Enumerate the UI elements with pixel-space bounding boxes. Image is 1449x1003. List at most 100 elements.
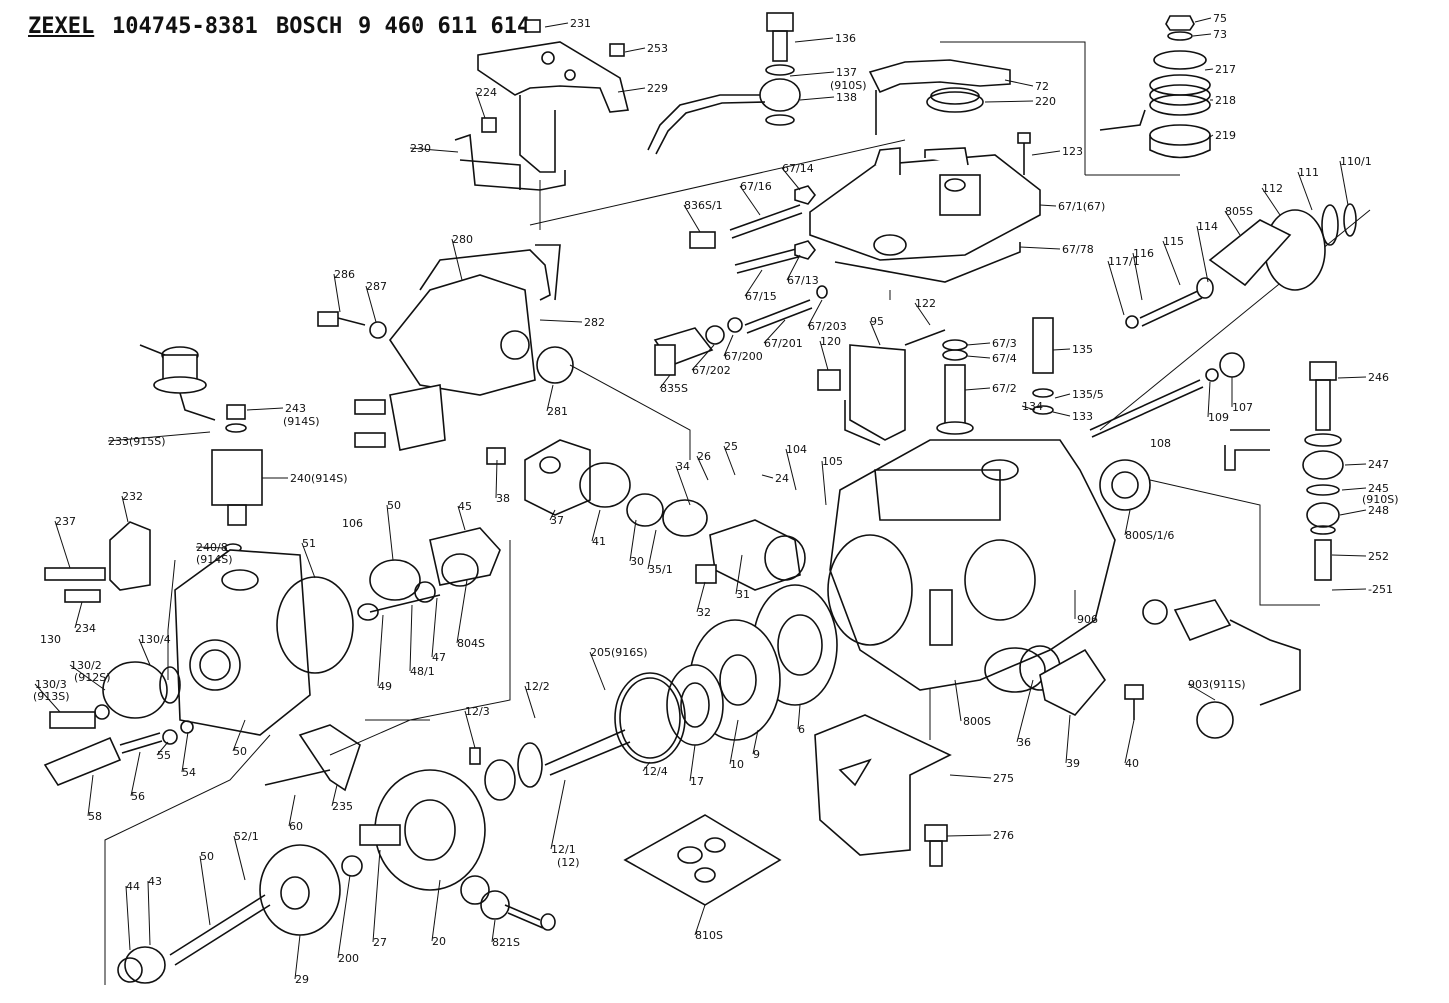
- part-label-67_2: 67/2: [992, 382, 1017, 395]
- part-label-67_78: 67/78: [1062, 243, 1094, 256]
- part-label-276: 276: [993, 829, 1014, 842]
- leader-line-286: [333, 273, 341, 313]
- throttle-lever-assembly: [454, 19, 629, 191]
- part-label-130_3: 130/3: [35, 678, 67, 691]
- part-label-107: 107: [1232, 401, 1253, 414]
- part-label-34: 34: [676, 460, 690, 473]
- part-label-286: 286: [334, 268, 355, 281]
- part-label-233: 233(915S): [108, 435, 166, 448]
- leader-line-235: [331, 784, 338, 807]
- leader-line-41: [591, 509, 601, 542]
- leader-line-48_1: [409, 604, 413, 672]
- leader-line-45: [457, 505, 466, 531]
- part-label-219: 219: [1215, 129, 1236, 142]
- leader-line-37: [549, 509, 556, 521]
- part-label-914s_b: (914S): [196, 553, 233, 566]
- leader-line-50c: [199, 855, 211, 926]
- part-label-72: 72: [1035, 80, 1049, 93]
- part-label-50b: 50: [233, 745, 247, 758]
- part-label-43: 43: [148, 875, 162, 888]
- part-label-130: 130: [40, 633, 61, 646]
- part-label-282: 282: [584, 316, 605, 329]
- leader-line-26: [696, 455, 709, 481]
- part-label-235: 235: [332, 800, 353, 813]
- part-label-67_203: 67/203: [808, 320, 847, 333]
- delivery-valve: [936, 317, 1054, 435]
- leader-line-60: [288, 794, 296, 827]
- leader-line-67_201: [763, 319, 786, 344]
- part-label-224: 224: [476, 86, 497, 99]
- leader-line-903: [1187, 683, 1216, 701]
- leader-line-50a: [386, 504, 394, 561]
- part-label-137: 137: [836, 66, 857, 79]
- leader-line-95: [869, 320, 881, 346]
- part-label-9: 9: [753, 748, 760, 761]
- leader-line-20: [431, 879, 441, 942]
- part-label-60: 60: [289, 820, 303, 833]
- leader-line-123: [1031, 150, 1061, 156]
- leader-line-67_200: [723, 334, 734, 357]
- part-label-44: 44: [126, 880, 140, 893]
- leader-line-72: [1004, 79, 1034, 87]
- part-label-130_4: 130/4: [139, 633, 171, 646]
- cold-start-device: [317, 244, 574, 451]
- leader-line-67_1: [1039, 204, 1057, 207]
- plunger-parts: [357, 527, 501, 621]
- governor-weights: [1125, 203, 1357, 329]
- part-label-252: 252: [1368, 550, 1389, 563]
- overflow-valve-stack: [1224, 361, 1344, 581]
- leader-line-229: [617, 87, 646, 93]
- part-label-910s: (910S): [830, 79, 867, 92]
- part-label-58: 58: [88, 810, 102, 823]
- part-label-17: 17: [690, 775, 704, 788]
- part-label-12_4: 12/4: [643, 765, 668, 778]
- leader-line-44: [125, 885, 131, 951]
- leader-line-52_1: [233, 835, 246, 881]
- part-label-29: 29: [295, 973, 309, 986]
- part-label-253: 253: [647, 42, 668, 55]
- leader-line-67_202: [691, 344, 715, 371]
- part-label-54: 54: [182, 766, 196, 779]
- part-label-246: 246: [1368, 371, 1389, 384]
- leader-line-50b: [232, 719, 246, 752]
- leader-line-217: [1204, 68, 1214, 71]
- part-label-205: 205(916S): [590, 646, 648, 659]
- leader-line-280: [451, 238, 463, 281]
- part-label-906: 906: [1077, 613, 1098, 626]
- part-label-912s: (912S): [74, 671, 111, 684]
- part-label-245: 245: [1368, 482, 1389, 495]
- leader-line-67_14: [781, 167, 801, 191]
- pressure-valve-parts: [43, 661, 194, 786]
- part-label-12_1: 12/1: [551, 843, 576, 856]
- part-label-75: 75: [1213, 12, 1227, 25]
- part-label-67_3: 67/3: [992, 337, 1017, 350]
- leader-line-137: [789, 71, 835, 77]
- part-label-67_13: 67/13: [787, 274, 819, 287]
- part-label-55: 55: [157, 749, 171, 762]
- feed-pump-shaft: [117, 844, 363, 984]
- part-label-45: 45: [458, 500, 472, 513]
- leader-line-237: [54, 520, 71, 569]
- leader-line-67_4: [966, 355, 991, 359]
- part-label-281: 281: [547, 405, 568, 418]
- leader-line-287: [365, 285, 377, 323]
- drive-shaft-right: [1089, 352, 1245, 438]
- part-label-117_1: 117/1: [1108, 255, 1140, 268]
- leader-line-130_3: [34, 683, 61, 713]
- leader-line-821s: [491, 919, 496, 943]
- part-label-821s: 821S: [492, 936, 520, 949]
- leader-line-40: [1124, 719, 1135, 764]
- leader-line-75: [1194, 17, 1212, 23]
- leader-line-232: [121, 495, 129, 523]
- leader-line-836s1: [683, 204, 701, 233]
- part-label-240_8: 240/8: [196, 541, 228, 554]
- leader-line-234: [74, 601, 83, 629]
- leader-line-835s: [659, 374, 671, 389]
- leader-line-130_2: [69, 664, 106, 691]
- governor-lever: [868, 59, 1011, 135]
- drive-discs: [614, 584, 838, 764]
- part-label-135: 135: [1072, 343, 1093, 356]
- part-label-231: 231: [570, 17, 591, 30]
- leader-line-67_2: [964, 387, 991, 391]
